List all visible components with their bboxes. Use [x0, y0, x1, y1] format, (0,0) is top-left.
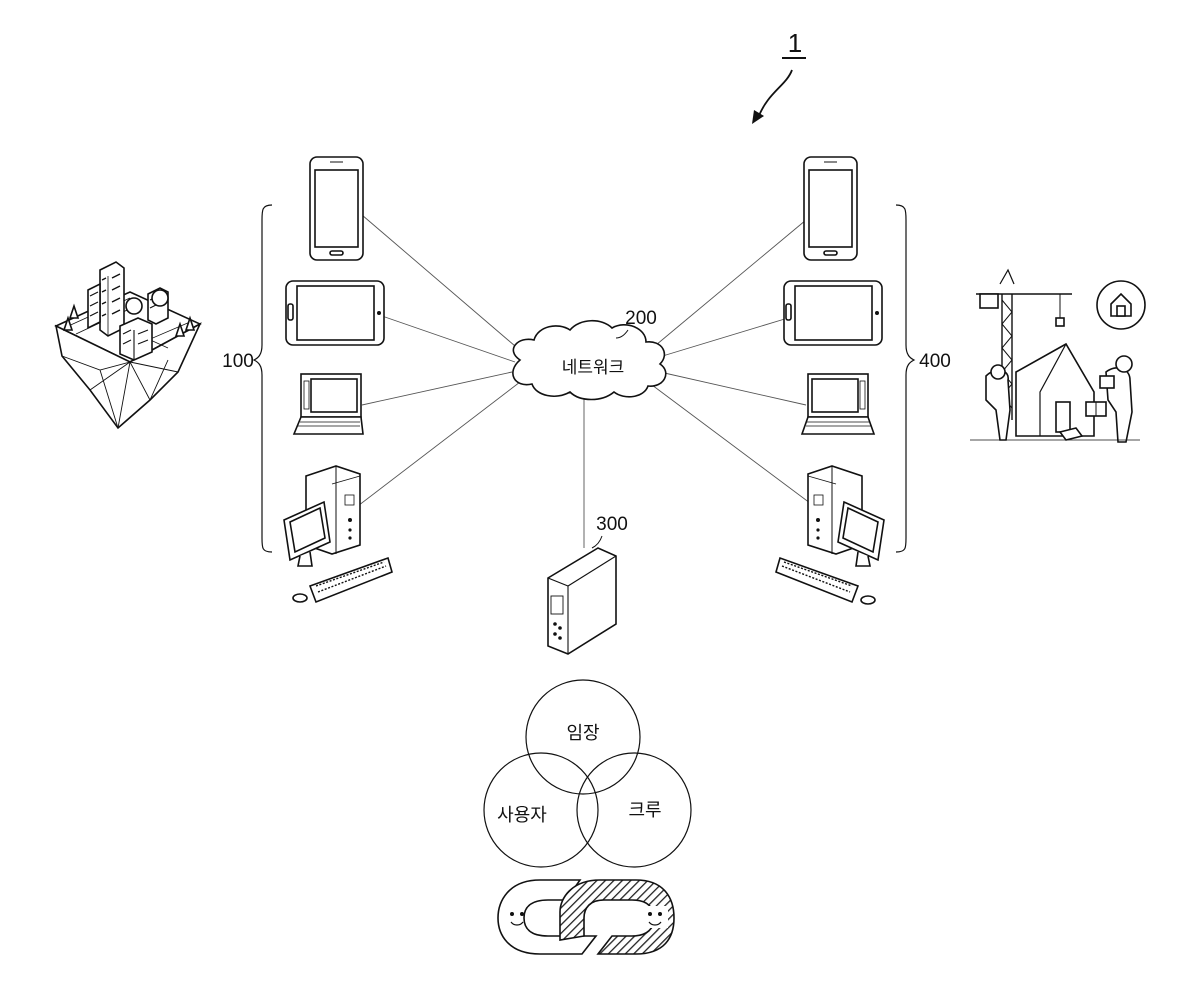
network-ref: 200: [625, 308, 657, 329]
left-tablet-icon: [286, 281, 384, 345]
left-laptop-icon: [294, 374, 363, 434]
system-ref-label: 1: [788, 28, 802, 58]
server-ref: 300: [596, 514, 628, 535]
construction-house-illustration-icon: [970, 270, 1145, 442]
right-group-ref: 400: [919, 351, 951, 372]
right-laptop-icon: [802, 374, 874, 434]
city-illustration-icon: [56, 262, 200, 428]
venn-diagram: 임장 사용자 크루: [484, 680, 691, 867]
right-desktop-pc-icon: [776, 466, 884, 604]
right-tablet-icon: [784, 281, 882, 345]
venn-label-top: 임장: [566, 723, 599, 744]
server-icon: 300: [548, 514, 628, 654]
chain-link-logo-icon: [498, 880, 674, 954]
system-reference: 1: [752, 28, 806, 124]
venn-label-left: 사용자: [497, 805, 547, 826]
venn-label-right: 크루: [628, 800, 661, 821]
left-group: 100: [222, 205, 272, 552]
left-group-ref: 100: [222, 351, 254, 372]
system-arrow: [758, 70, 792, 118]
right-smartphone-icon: [804, 157, 857, 260]
left-desktop-pc-icon: [284, 466, 392, 602]
network-cloud: 네트워크 200: [513, 308, 666, 400]
network-label: 네트워크: [562, 358, 625, 378]
right-group: 400: [896, 205, 951, 552]
left-smartphone-icon: [310, 157, 363, 260]
